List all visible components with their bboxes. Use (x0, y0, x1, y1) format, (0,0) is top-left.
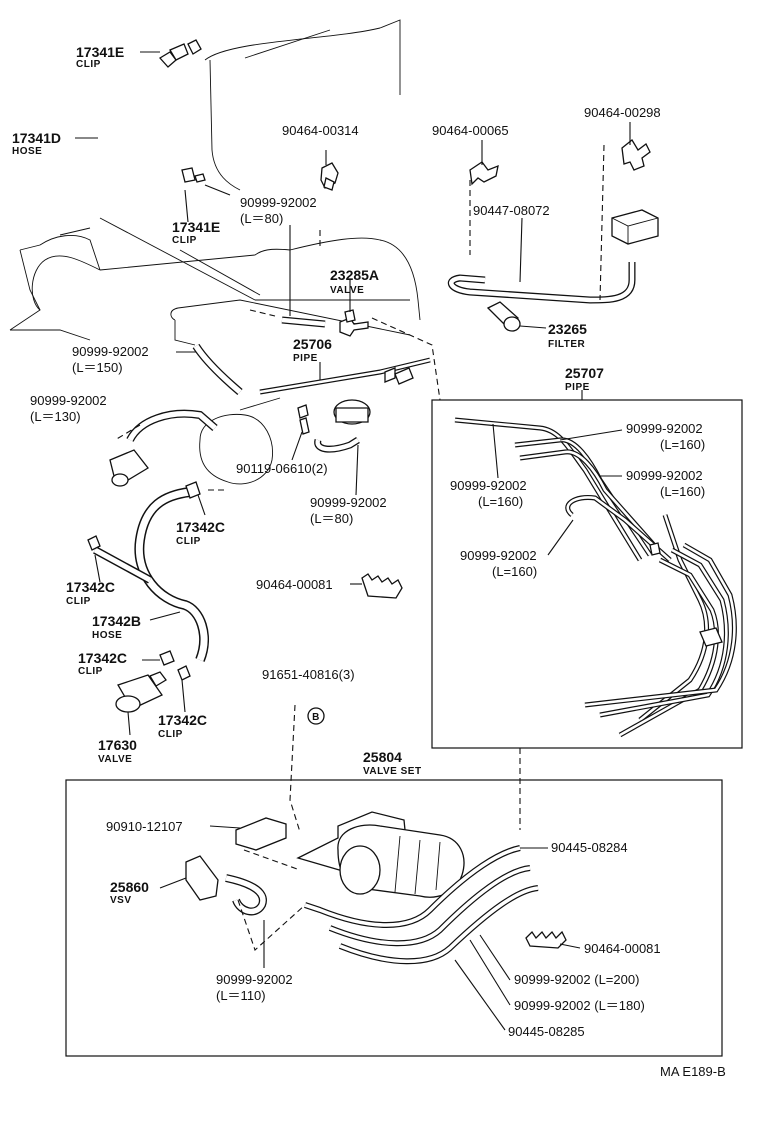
vacuum-unit-drawing (297, 399, 371, 453)
label-91651-40816: 91651-40816(3) (262, 667, 355, 682)
label-box-hose-a-length: (L=160) (660, 437, 705, 452)
label-25804-name: VALVE SET (363, 766, 422, 777)
clip-90464-00314-drawing (320, 162, 339, 191)
label-25706-name: PIPE (293, 353, 318, 364)
valve-set-hoses-drawing (225, 845, 567, 965)
label-25804-number: 25804 (363, 749, 402, 765)
valve-17630-drawing (115, 671, 167, 713)
label-hose-l150-number: 90999-92002 (72, 344, 149, 359)
label-23265-number: 23265 (548, 321, 587, 337)
pipe-25706-drawing (259, 357, 431, 395)
label-17341E-top-name: CLIP (76, 59, 101, 70)
label-hose-l80-top-length: (L＝80) (240, 211, 283, 226)
label-17342C-b-number: 17342C (66, 579, 115, 595)
label-17341E-top-number: 17341E (76, 44, 124, 60)
label-box-hose-c-length: (L=160) (478, 494, 523, 509)
label-17342B-number: 17342B (92, 613, 141, 629)
label-25860-number: 25860 (110, 879, 149, 895)
label-hose-l110-number: 90999-92002 (216, 972, 293, 987)
label-hose-l150-length: (L＝150) (72, 360, 123, 375)
valve-23285A-drawing (339, 309, 369, 337)
label-23285A-name: VALVE (330, 285, 364, 296)
label-17342C-d-name: CLIP (158, 729, 183, 740)
valve-set-drawing (185, 811, 465, 901)
dashed-guides (114, 144, 605, 951)
leader-lines (75, 51, 631, 1031)
clip-90464-00298-drawing (621, 139, 651, 171)
label-17342C-c-name: CLIP (78, 666, 103, 677)
label-17342C-d-number: 17342C (158, 712, 207, 728)
label-hose-l130-number: 90999-92002 (30, 393, 107, 408)
label-17342C-b-name: CLIP (66, 596, 91, 607)
label-hose-l200: 90999-92002 (L=200) (514, 972, 639, 987)
connector-box-drawing (611, 209, 659, 245)
label-box-hose-d-number: 90999-92002 (460, 548, 537, 563)
label-23265-name: FILTER (548, 339, 586, 350)
label-hose-l80-mid-length: (L＝80) (310, 511, 353, 526)
label-17630-number: 17630 (98, 737, 137, 753)
label-90464-00314: 90464-00314 (282, 123, 359, 138)
valve-set-25804-box (65, 779, 723, 1057)
label-17341E-mid-name: CLIP (172, 235, 197, 246)
labels: 17341E CLIP 17341D HOSE 17341E CLIP 9046… (12, 44, 726, 1079)
label-box-hose-b-length: (L=160) (660, 484, 705, 499)
label-17342C-c-number: 17342C (78, 650, 127, 666)
label-90464-00298: 90464-00298 (584, 105, 661, 120)
label-90445-08284: 90445-08284 (551, 840, 628, 855)
diagram-code: MA E189-B (660, 1064, 726, 1079)
engine-outline (9, 19, 421, 485)
label-hose-l130-length: (L＝130) (30, 409, 81, 424)
label-25706-number: 25706 (293, 336, 332, 352)
marker-b-label: B (312, 712, 320, 723)
label-23285A-number: 23285A (330, 267, 379, 283)
hose-l80-top-drawing (281, 316, 326, 328)
label-hose-l80-mid-number: 90999-92002 (310, 495, 387, 510)
label-90464-00065: 90464-00065 (432, 123, 509, 138)
label-17342B-name: HOSE (92, 630, 122, 641)
hose-90447-08072-drawing (447, 262, 636, 304)
label-box-hose-d-length: (L=160) (492, 564, 537, 579)
label-17341E-mid-number: 17341E (172, 219, 220, 235)
hose-l130-drawing (109, 409, 218, 487)
hose-l150-drawing (192, 343, 243, 396)
label-25860-name: VSV (110, 895, 132, 906)
label-17342C-a-number: 17342C (176, 519, 225, 535)
hose-17342B-drawing (87, 481, 209, 681)
label-25707-name: PIPE (565, 382, 590, 393)
label-17341D-name: HOSE (12, 146, 42, 157)
label-90464-00081-low: 90464-00081 (584, 941, 661, 956)
label-box-hose-c-number: 90999-92002 (450, 478, 527, 493)
label-hose-l180: 90999-92002 (L＝180) (514, 998, 645, 1013)
marker-b: B (307, 707, 325, 725)
label-box-hose-a-number: 90999-92002 (626, 421, 703, 436)
label-90910-12107: 90910-12107 (106, 819, 183, 834)
pipe-25707-box (431, 399, 743, 749)
hose-17341D-drawing (97, 39, 206, 183)
label-hose-l80-top-number: 90999-92002 (240, 195, 317, 210)
label-90445-08285: 90445-08285 (508, 1024, 585, 1039)
filter-23265-drawing (486, 301, 521, 332)
label-25707-number: 25707 (565, 365, 604, 381)
clip-90464-00081-mid-drawing (361, 573, 403, 599)
label-box-hose-b-number: 90999-92002 (626, 468, 703, 483)
clip-90464-00065-drawing (469, 161, 499, 186)
label-90464-00081-mid: 90464-00081 (256, 577, 333, 592)
label-17630-name: VALVE (98, 754, 132, 765)
label-hose-l110-length: (L＝110) (216, 988, 266, 1003)
label-17342C-a-name: CLIP (176, 536, 201, 547)
label-90119-06610: 90119-06610(2) (236, 461, 328, 476)
label-90447-08072: 90447-08072 (473, 203, 550, 218)
label-17341D-number: 17341D (12, 130, 61, 146)
